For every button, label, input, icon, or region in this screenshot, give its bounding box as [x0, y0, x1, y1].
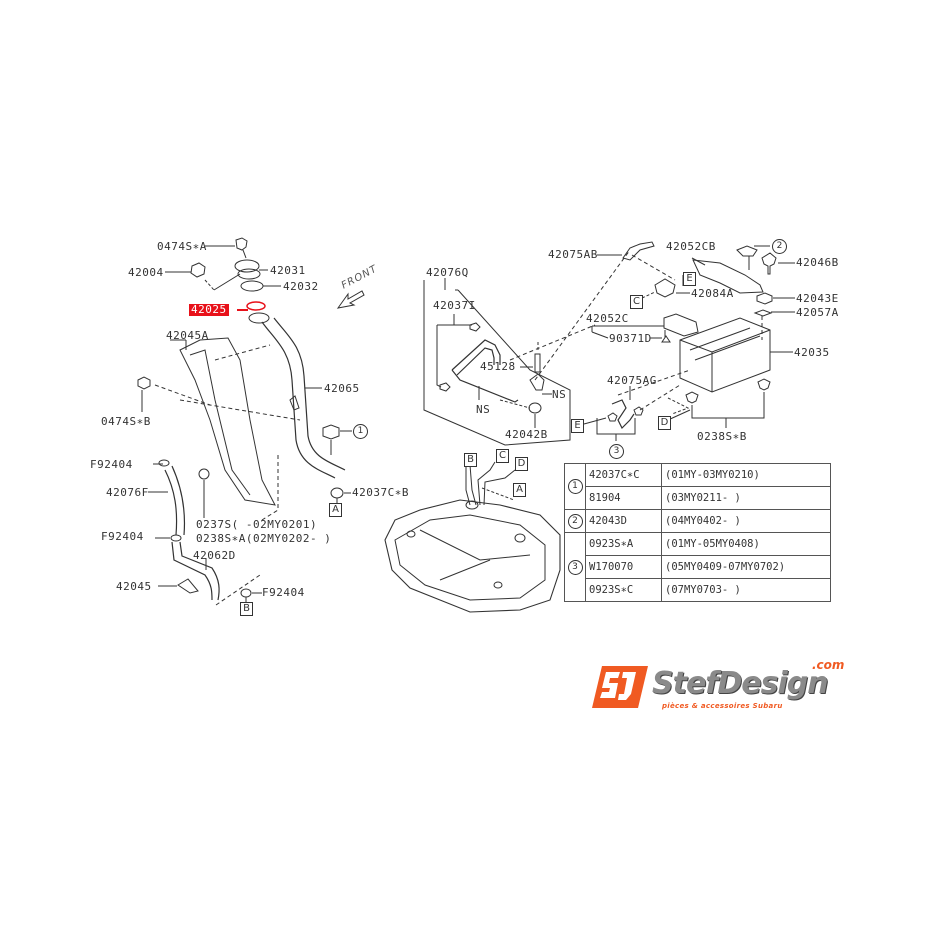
- part-label-0238s-a[interactable]: 0238S∗A(02MY0202- ): [196, 532, 332, 545]
- part-label-ns: NS: [476, 403, 491, 416]
- part-number-cell[interactable]: 0923S∗A: [585, 532, 662, 556]
- part-label-f92404[interactable]: F92404: [262, 586, 305, 599]
- sd-logo-icon: [592, 666, 648, 708]
- bolt-0474s-a: [235, 237, 248, 251]
- ref-box-d: D: [515, 457, 528, 471]
- part-label-f92404[interactable]: F92404: [90, 458, 133, 471]
- ref-circle-1: 1: [567, 479, 583, 494]
- gasket-42025-highlight: [246, 301, 266, 311]
- logo-domain: .com: [812, 658, 845, 672]
- ref-box-d: D: [658, 416, 671, 430]
- part-label-42052c[interactable]: 42052C: [586, 312, 629, 325]
- ref-circle-2: 2: [567, 513, 583, 529]
- part-number-cell[interactable]: 81904: [585, 486, 662, 510]
- ref-box-c: C: [630, 295, 643, 309]
- part-label-42037c-b[interactable]: 42037C∗B: [352, 486, 409, 499]
- part-label-42004[interactable]: 42004: [128, 266, 164, 279]
- part-label-42076f[interactable]: 42076F: [106, 486, 149, 499]
- part-label-42046b[interactable]: 42046B: [796, 256, 839, 269]
- part-label-90371d[interactable]: 90371D: [609, 332, 652, 345]
- part-label-42042b[interactable]: 42042B: [505, 428, 548, 441]
- table-row: 0923S∗C (07MY0703- ): [565, 578, 831, 602]
- ref-circle-2: 2: [772, 239, 787, 254]
- ref-box-b: B: [240, 602, 253, 616]
- part-label-f92404[interactable]: F92404: [101, 530, 144, 543]
- part-label-42065[interactable]: 42065: [324, 382, 360, 395]
- table-row: 3 0923S∗A (01MY-05MY0408): [564, 532, 831, 602]
- logo-tagline: pièces & accessoires Subaru: [662, 702, 783, 710]
- group-cell-3: 3: [564, 532, 586, 602]
- ref-box-e: E: [571, 419, 584, 433]
- model-year-range-cell: (04MY0402- ): [661, 509, 831, 533]
- part-label-42057a[interactable]: 42057A: [796, 306, 839, 319]
- model-year-range-cell: (03MY0211- ): [661, 486, 831, 510]
- part-label-0238s-b[interactable]: 0238S∗B: [697, 430, 747, 443]
- part-label-45128[interactable]: 45128: [480, 360, 516, 373]
- ref-circle-3: 3: [567, 559, 583, 575]
- table-row: 1 42037C∗C (01MY-03MY0210): [564, 463, 831, 510]
- table-row: 2 42043D (04MY0402- ): [564, 509, 831, 533]
- part-label-42043e[interactable]: 42043E: [796, 292, 839, 305]
- part-label-42076q[interactable]: 42076Q: [426, 266, 469, 279]
- logo-wordmark: StefDesign: [652, 666, 829, 701]
- ref-box-b: B: [464, 453, 477, 467]
- part-number-cell[interactable]: W170070: [585, 555, 662, 579]
- table-row: W170070 (05MY0409-07MY0702): [565, 555, 831, 579]
- stefdesign-logo[interactable]: StefDesign .com pièces & accessoires Sub…: [592, 658, 857, 722]
- part-label-42052cb[interactable]: 42052CB: [666, 240, 716, 253]
- ref-circle-3: 3: [609, 444, 624, 459]
- clip-42004: [190, 262, 206, 278]
- group-cell-2: 2: [564, 509, 586, 533]
- model-year-range-cell: (05MY0409-07MY0702): [661, 555, 831, 579]
- ref-box-c: C: [496, 449, 509, 463]
- ref-box-a: A: [329, 503, 342, 517]
- model-year-range-cell: (07MY0703- ): [661, 578, 831, 602]
- part-number-cell[interactable]: 42043D: [585, 509, 662, 533]
- part-label-0474s-a[interactable]: 0474S∗A: [157, 240, 207, 253]
- part-label-42045a[interactable]: 42045A: [166, 329, 209, 342]
- part-label-42031[interactable]: 42031: [270, 264, 306, 277]
- part-label-42037i[interactable]: 42037I: [433, 299, 476, 312]
- part-label-42032[interactable]: 42032: [283, 280, 319, 293]
- part-label-42084a[interactable]: 42084A: [691, 287, 734, 300]
- part-label-42035[interactable]: 42035: [794, 346, 830, 359]
- part-label-0474s-b[interactable]: 0474S∗B: [101, 415, 151, 428]
- ref-circle-1: 1: [353, 424, 368, 439]
- ref-box-e: E: [683, 272, 696, 286]
- part-label-0237s[interactable]: 0237S( -02MY0201): [196, 518, 318, 531]
- model-year-range-cell: (01MY-05MY0408): [661, 532, 831, 556]
- part-label-42025-highlighted[interactable]: 42025: [189, 303, 229, 316]
- part-label-42062d[interactable]: 42062D: [193, 549, 236, 562]
- part-label-42075ag[interactable]: 42075AG: [607, 374, 657, 387]
- ref-box-a: A: [513, 483, 526, 497]
- part-label-42075ab[interactable]: 42075AB: [548, 248, 598, 261]
- model-year-range-cell: (01MY-03MY0210): [661, 463, 831, 487]
- group-cell-1: 1: [564, 463, 586, 510]
- table-row: 81904 (03MY0211- ): [565, 486, 831, 510]
- part-number-cell[interactable]: 42037C∗C: [585, 463, 662, 487]
- part-label-ns: NS: [552, 388, 567, 401]
- part-label-42045[interactable]: 42045: [116, 580, 152, 593]
- parts-reference-table: 1 42037C∗C (01MY-03MY0210) 81904 (03MY02…: [564, 463, 831, 602]
- part-number-cell[interactable]: 0923S∗C: [585, 578, 662, 602]
